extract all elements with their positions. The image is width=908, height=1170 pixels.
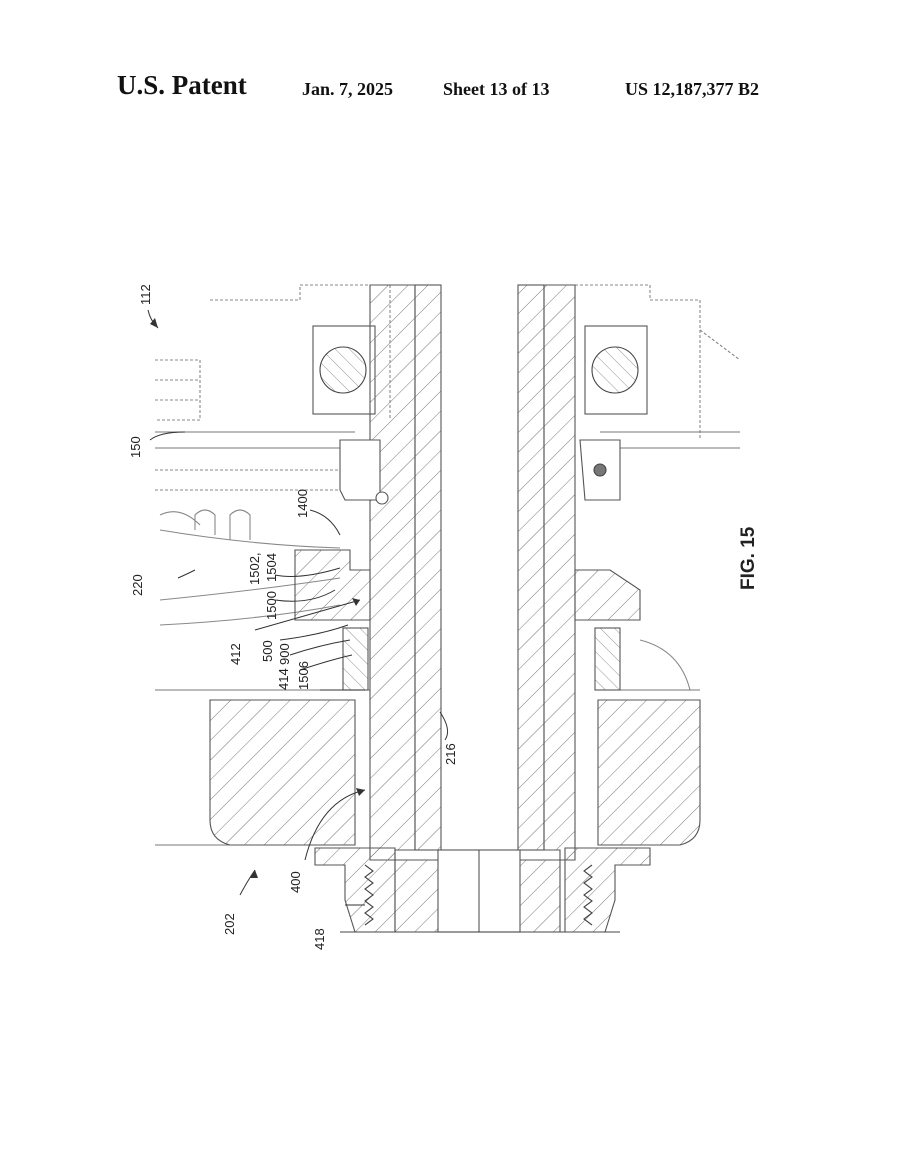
ref-1506: 1506 <box>296 661 311 690</box>
ref-900: 900 <box>277 643 292 665</box>
ref-216: 216 <box>443 743 458 765</box>
header-patent-number: US 12,187,377 B2 <box>625 79 760 99</box>
ref-112: 112 <box>138 284 153 305</box>
ref-412: 412 <box>228 643 243 665</box>
ref-418: 418 <box>312 928 327 950</box>
assembly-cross-section <box>155 284 741 933</box>
ref-500: 500 <box>260 640 275 662</box>
leader-lines <box>147 309 449 906</box>
figure-label: FIG. 15 <box>738 526 759 590</box>
ref-1504: 1504 <box>264 553 279 582</box>
ref-1500: 1500 <box>264 591 279 620</box>
header-sheet: Sheet 13 of 13 <box>443 79 550 99</box>
header-title: U.S. Patent <box>117 70 247 100</box>
ref-202: 202 <box>222 913 237 935</box>
leader-arrows <box>150 318 365 878</box>
ref-414: 414 <box>276 668 291 690</box>
ref-1400: 1400 <box>295 489 310 518</box>
ref-220: 220 <box>130 574 145 596</box>
ref-1502: 1502, <box>247 552 262 585</box>
header-date: Jan. 7, 2025 <box>302 79 394 99</box>
ref-150: 150 <box>128 436 143 458</box>
reference-numerals: 112 150 1400 1502, 1504 220 1500 412 500… <box>128 284 458 950</box>
ref-400: 400 <box>288 871 303 893</box>
